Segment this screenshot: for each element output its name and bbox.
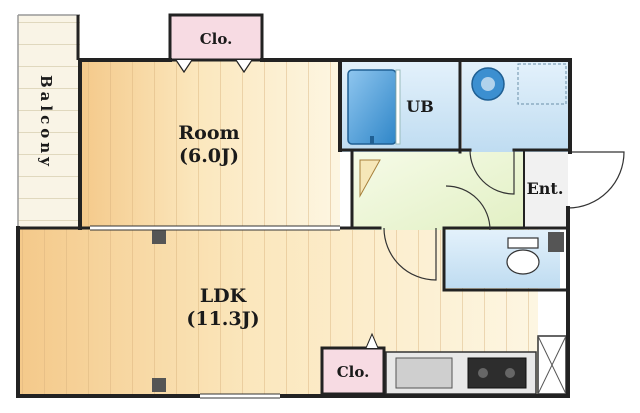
stove-icon — [467, 357, 527, 389]
balcony — [17, 14, 80, 227]
shoe-cabinet — [359, 159, 381, 198]
door-swings — [359, 149, 515, 281]
bathtub-icon — [347, 69, 397, 145]
toilet-icon — [506, 249, 540, 275]
sliding-door — [90, 225, 340, 231]
closet-top-label: Clo. — [200, 30, 233, 48]
hall-door-swing — [383, 227, 437, 281]
kitchen-counter — [385, 351, 537, 395]
toilet-door-swing — [445, 185, 491, 231]
balcony-label: Balcony — [37, 75, 55, 170]
columns — [152, 230, 564, 392]
fridge-space — [537, 335, 567, 395]
washroom — [462, 62, 570, 152]
window-bottom — [200, 393, 280, 399]
closet-top — [168, 13, 264, 74]
entrance-door-swing — [567, 151, 625, 209]
kitchen-sink-icon — [395, 357, 453, 389]
ldk-size-label: (11.3J) — [186, 308, 259, 330]
ldk-label: LDK — [200, 285, 248, 307]
toilet-room — [444, 230, 560, 288]
bath-door-swing — [469, 149, 515, 195]
washer-space — [517, 63, 567, 105]
room-size-label: (6.0J) — [179, 145, 239, 167]
closet-bottom — [320, 332, 386, 396]
unit-bath — [340, 62, 460, 152]
entrance — [523, 151, 625, 226]
unit-bath-label: UB — [406, 97, 433, 116]
room-area — [80, 60, 340, 228]
room-label: Room — [178, 122, 239, 144]
closet-bottom-label: Clo. — [337, 363, 370, 381]
entrance-label: Ent. — [527, 179, 564, 198]
